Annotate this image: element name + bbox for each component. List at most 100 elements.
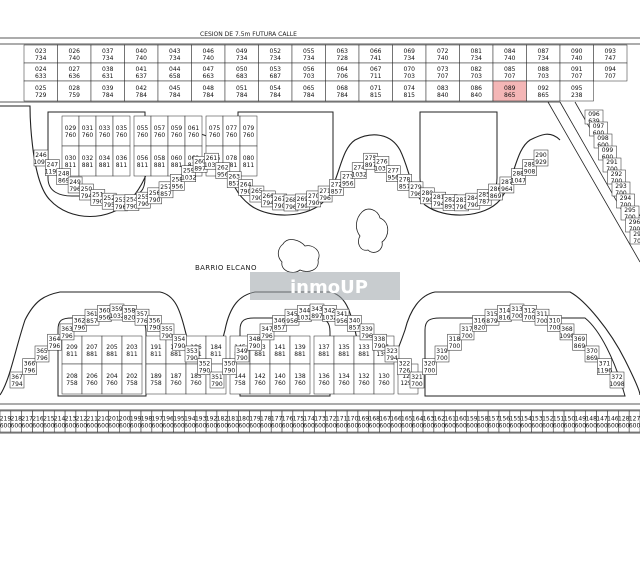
lot-297[interactable]: 297700 [629,229,640,245]
